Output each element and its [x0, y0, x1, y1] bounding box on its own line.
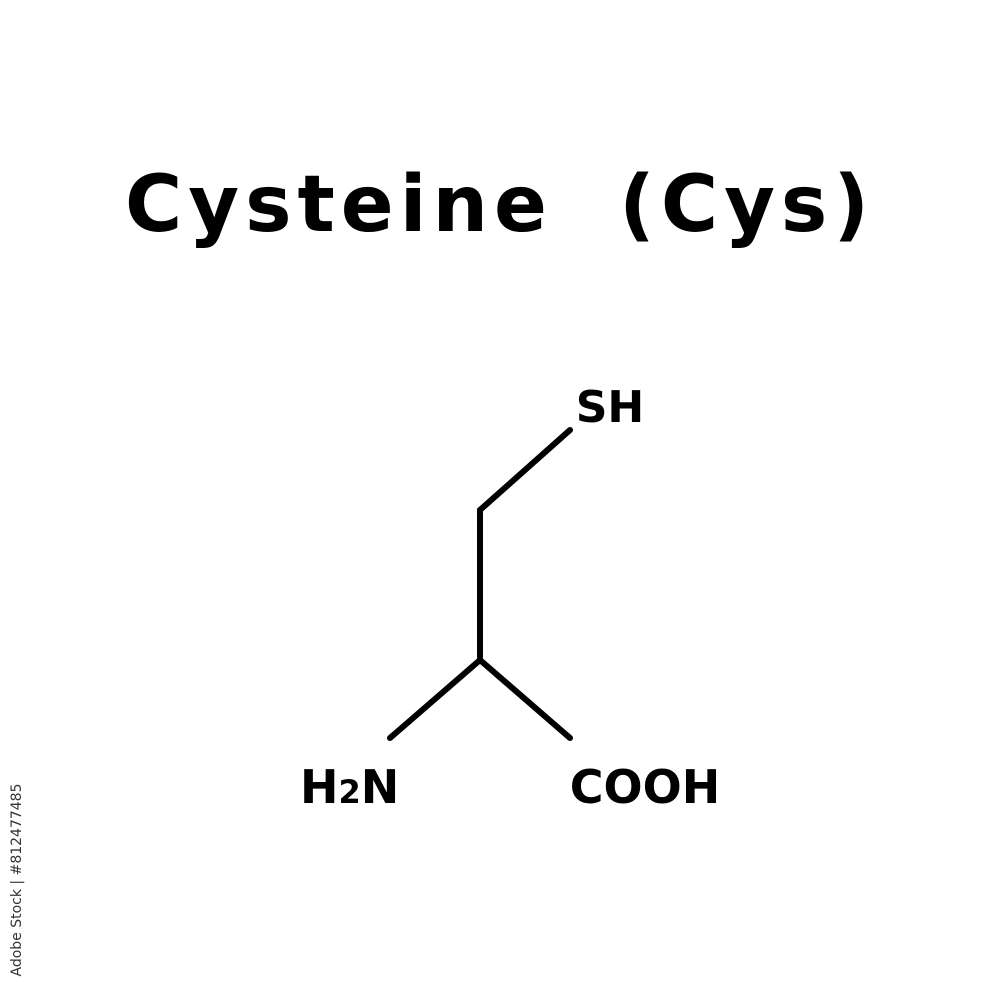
amino-group-prefix: H	[300, 760, 339, 814]
amino-group-subscript: 2	[339, 773, 361, 811]
amino-group-suffix: N	[361, 760, 400, 814]
bond-alpha-carbon-to-carboxyl	[477, 657, 573, 741]
stock-id-text: Adobe Stock | #812477485	[9, 783, 25, 977]
thiol-group-label: SH	[576, 382, 645, 433]
amino-group-label: H2N	[300, 760, 399, 814]
bond-alpha-carbon-to-amino	[387, 657, 483, 741]
diagram-title: Cysteine (Cys)	[125, 160, 875, 250]
stock-id-watermark: Adobe Stock | #812477485	[8, 765, 26, 995]
carboxyl-group-label: COOH	[570, 760, 720, 814]
bond-sulfur-to-beta-carbon	[477, 427, 573, 513]
